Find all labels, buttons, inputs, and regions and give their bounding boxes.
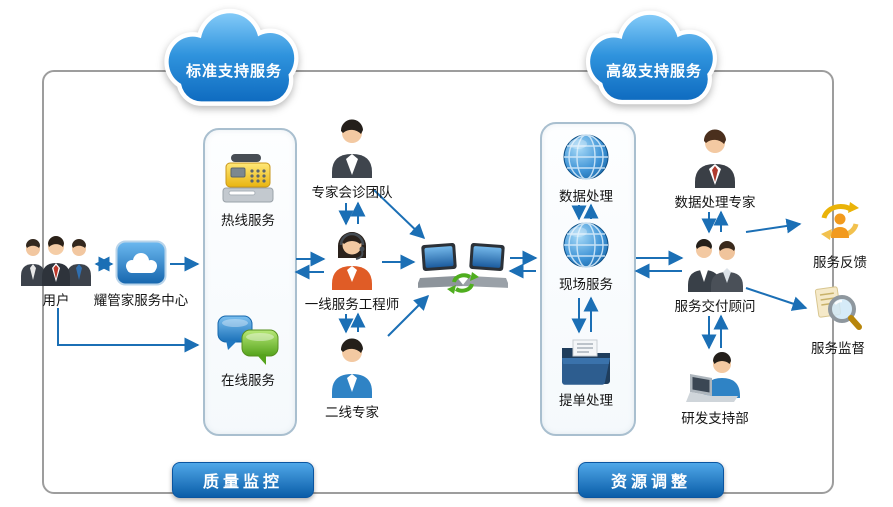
laptops-sync-icon [418,238,508,296]
chat-bubbles-icon [216,314,280,366]
laptop-person-icon [686,352,744,404]
headset-agent-icon [328,228,376,290]
node-frontline-engineer: 一线服务工程师 [304,228,400,313]
feedback-label: 服务反馈 [813,255,867,270]
second-line-expert-label: 二线专家 [325,405,379,420]
node-second-line-expert: 二线专家 [306,336,398,421]
node-feedback: 服务反馈 [798,194,882,271]
users-label: 用户 [42,293,70,308]
fax-phone-icon [219,150,277,206]
service-center-label: 耀管家服务中心 [93,293,189,308]
node-data-processing: 数据处理 [542,132,630,205]
node-rnd-support: 研发支持部 [664,352,766,427]
online-label: 在线服务 [221,373,275,388]
consultants-people-icon [686,236,744,292]
resource-adjust-banner: 资源调整 [578,462,724,498]
expert-team-label: 专家会诊团队 [311,185,393,200]
data-expert-person-icon [691,128,739,188]
node-hotline: 热线服务 [205,150,291,229]
supervision-label: 服务监督 [811,341,865,356]
ticket-processing-label: 提单处理 [559,393,613,408]
onsite-service-label: 现场服务 [559,277,613,292]
magnifier-icon [813,282,863,334]
node-onsite-service: 现场服务 [542,220,630,293]
users-group-icon [18,236,94,286]
feedback-cycle-icon [814,194,866,248]
node-online: 在线服务 [205,314,291,389]
cloud-standard-label: 标准支持服务 [185,63,282,80]
node-service-center: 耀管家服务中心 [86,240,196,309]
globe-icon [561,132,611,182]
node-delivery-consultant: 服务交付顾问 [664,236,766,315]
expert-person-icon [328,118,376,178]
delivery-consultant-label: 服务交付顾问 [674,299,756,314]
data-expert-label: 数据处理专家 [674,195,756,210]
rnd-support-label: 研发支持部 [681,411,749,426]
frontline-engineer-label: 一线服务工程师 [304,297,400,312]
node-data-expert: 数据处理专家 [664,128,766,211]
globe-icon [561,220,611,270]
folder-documents-icon [559,338,613,386]
node-supervision: 服务监督 [796,282,880,357]
node-users: 用户 [8,236,104,309]
cloud-standard-support: 标准支持服务 [148,6,320,114]
node-expert-team: 专家会诊团队 [306,118,398,201]
node-workstations [418,238,508,296]
hotline-label: 热线服务 [221,213,275,228]
cloud-advanced-label: 高级支持服务 [605,63,702,80]
node-ticket-processing: 提单处理 [542,338,630,409]
quality-monitor-banner: 质量监控 [172,462,314,498]
cloud-advanced-support: 高级支持服务 [570,8,738,112]
data-processing-label: 数据处理 [559,189,613,204]
second-expert-icon [328,336,376,398]
cloud-service-icon [115,240,167,286]
